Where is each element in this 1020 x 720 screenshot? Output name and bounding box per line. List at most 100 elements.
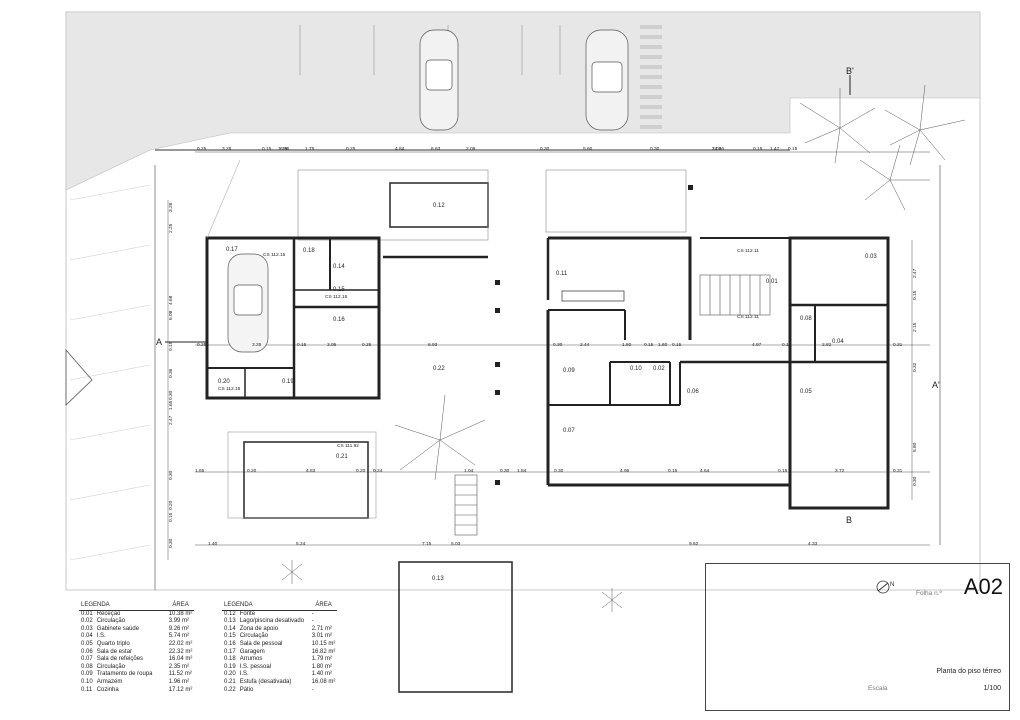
dimension-left: 0.36 [168, 368, 174, 378]
room-tag: CS 112.15 [325, 294, 348, 300]
dimension-bottom: 7.15 [422, 541, 432, 547]
dimension-top: 0.15 [262, 146, 272, 152]
legend-area: - [311, 618, 314, 625]
dimension-left: 0.30 [168, 390, 174, 400]
title-block: N Folha n.º A02 Planta do piso térreo Es… [705, 563, 1010, 711]
legend-area: 1.80 m² [311, 663, 333, 670]
room-label: 0.05 [800, 389, 812, 395]
dimension-mid: 3.05 [327, 342, 337, 348]
garage-roof-line [206, 159, 241, 239]
legend-area: 10.38 m² [168, 610, 193, 617]
dimension-mid: 1.50 [622, 342, 632, 348]
dimension-top: 5.60 [583, 146, 593, 152]
dimension-left: 6.08 [168, 310, 174, 320]
main-house-walls [546, 236, 890, 510]
room-tag: CS 111.92 [337, 443, 359, 449]
sheet-id: A02 [963, 574, 1003, 599]
legend-name: Gabinete saúde [96, 625, 140, 632]
legend-area: 5.74 m² [168, 633, 190, 640]
dimension-lower: 0.31 [893, 468, 903, 474]
legend-code: 0.21 [224, 678, 236, 685]
dimension-left: 0.30 [168, 538, 174, 548]
greenhouse-outer [227, 431, 377, 519]
room-label: 0.16 [333, 317, 345, 323]
dimension-right: 0.32 [912, 362, 918, 372]
dimension-top: 3.28 [222, 146, 232, 152]
dimension-lower: 0.20 [356, 468, 366, 474]
dimension-bottom: 1.40 [208, 541, 218, 547]
columns [495, 185, 693, 485]
greenhouse [243, 441, 369, 519]
dimension-lower: 0.30 [500, 468, 510, 474]
dimension-mid: 3.26 [252, 342, 262, 348]
legend-area: 2.71 m² [311, 625, 333, 632]
room-label: 0.11 [556, 271, 568, 277]
legend-name: I.S. [239, 671, 249, 678]
legend-name: Sala de estar [96, 648, 133, 655]
scale-label: Escala [868, 685, 888, 692]
legend-code: 0.13 [224, 618, 236, 625]
room-label: 0.10 [630, 366, 642, 372]
legend-area: 1.40 m² [311, 671, 333, 678]
room-label: 0.14 [333, 264, 345, 270]
legend-area: 3.99 m² [168, 618, 190, 625]
dimension-mid: 1.60 [658, 342, 668, 348]
room-tag: CS 112.15 [218, 386, 241, 392]
dimension-top: 0.25 [197, 146, 207, 152]
dimension-lower: 4.83 [306, 468, 316, 474]
terrain-hatch [69, 184, 151, 561]
dimension-lower: 0.24 [373, 468, 383, 474]
legend-code: 0.07 [81, 656, 93, 663]
dimension-left: 3.26 [168, 202, 174, 212]
legend-name: Circulação [239, 633, 269, 640]
legend-area: 17.12 m² [168, 686, 193, 693]
section-mark-a-prime: A' [932, 380, 940, 390]
legend-name: Garagem [239, 648, 265, 655]
planter-left [297, 169, 489, 241]
street-area [65, 11, 981, 191]
dimension-top: 14.26 [712, 146, 724, 152]
dimension-mid: 0.25 [362, 342, 372, 348]
north-arrow-icon: N [876, 580, 894, 594]
dimension-left: 0.15 [168, 341, 174, 351]
legend-name: Arrumos [239, 656, 263, 663]
dimension-bottom: 4.33 [808, 541, 818, 547]
dimension-right: 2.15 [912, 322, 918, 332]
legend-name: Pátio [239, 686, 254, 693]
dimension-top: 0.30 [540, 146, 550, 152]
dimension-bottom: 5.24 [296, 541, 306, 547]
dimension-top: 1.75 [305, 146, 315, 152]
dimension-lower: 4.96 [620, 468, 630, 474]
legend-code: 0.09 [81, 671, 93, 678]
scale-value: 1/100 [983, 685, 1001, 692]
garage-car [227, 253, 269, 353]
dimension-mid: 0.25 [197, 342, 207, 348]
legend-code: 0.05 [81, 640, 93, 647]
dimension-lower: 0.15 [778, 468, 788, 474]
room-label: 0.13 [432, 576, 444, 582]
legend-title: LEGENDA [222, 602, 310, 611]
legend-name: Quarto triplo [96, 640, 130, 647]
legend-code: 0.06 [81, 648, 93, 655]
legend-code: 0.20 [224, 671, 236, 678]
palm-tree [281, 84, 966, 612]
dimension-left: 0.30 [168, 470, 174, 480]
legend-name: I.S. [96, 633, 106, 640]
room-label: 0.20 [218, 379, 230, 385]
dimension-mid: 2.44 [580, 342, 590, 348]
interior-stair [699, 274, 771, 316]
